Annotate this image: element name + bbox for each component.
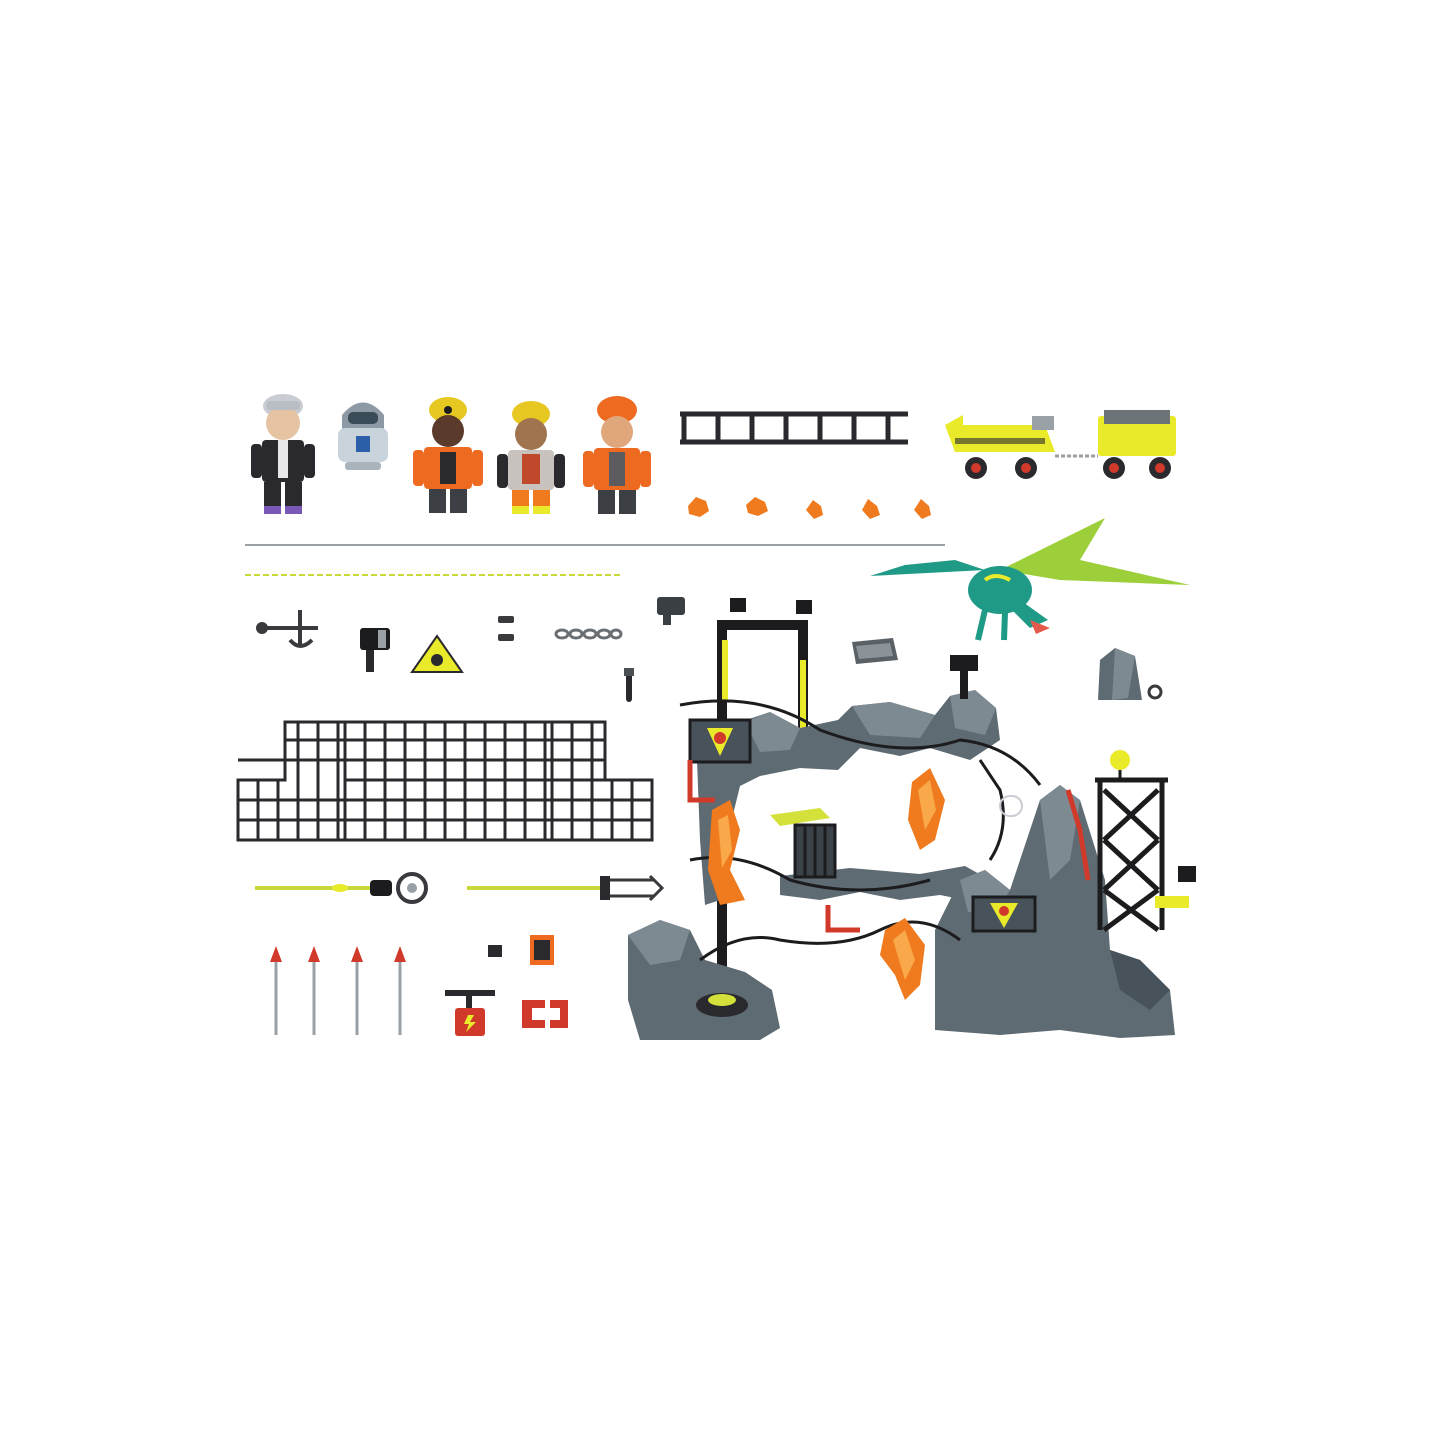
yellow-lamp-icon — [1110, 750, 1130, 770]
catch-pole-claw — [467, 874, 665, 902]
catch-pole-net — [255, 872, 428, 904]
ladder — [680, 411, 908, 445]
flashlight — [624, 668, 634, 702]
grappling-hook — [256, 610, 318, 648]
figure-robot — [338, 402, 388, 470]
long-rods — [245, 544, 945, 576]
arrows — [270, 946, 406, 1035]
emblem-panel-left — [688, 718, 752, 764]
figure-miner-yellow-helmet — [497, 401, 565, 514]
cage-fence — [236, 720, 654, 842]
warning-sign-icon — [410, 634, 464, 673]
figure-scientist — [251, 394, 315, 514]
fence-panel-4 — [550, 720, 654, 842]
figure-miner-helmet-black — [413, 397, 483, 513]
volcano-base — [628, 598, 1196, 1040]
figure-miner-orange-helmet — [583, 396, 651, 514]
lantern — [360, 628, 390, 672]
flying-dinosaur — [870, 518, 1190, 641]
lava-crystals — [708, 768, 945, 1000]
fence-panel-3 — [443, 720, 554, 842]
fence-panel-1 — [236, 720, 347, 842]
arrow-1 — [270, 946, 282, 1035]
emblem-panel-right — [971, 895, 1037, 933]
rock-chunk — [1098, 648, 1163, 700]
metal-tray — [852, 638, 898, 664]
arrow-4 — [394, 946, 406, 1035]
arrow-3 — [351, 946, 363, 1035]
red-clamp — [522, 1000, 568, 1028]
lava-ore-pieces — [688, 497, 931, 519]
camera-device — [657, 597, 685, 625]
fence-panel-2 — [343, 720, 447, 842]
chain — [554, 628, 623, 640]
arrow-2 — [308, 946, 320, 1035]
clips — [498, 616, 514, 641]
middle-cage — [793, 823, 837, 879]
control-box — [488, 935, 554, 965]
detonator — [445, 990, 495, 1036]
mine-cart-train — [945, 410, 1176, 479]
